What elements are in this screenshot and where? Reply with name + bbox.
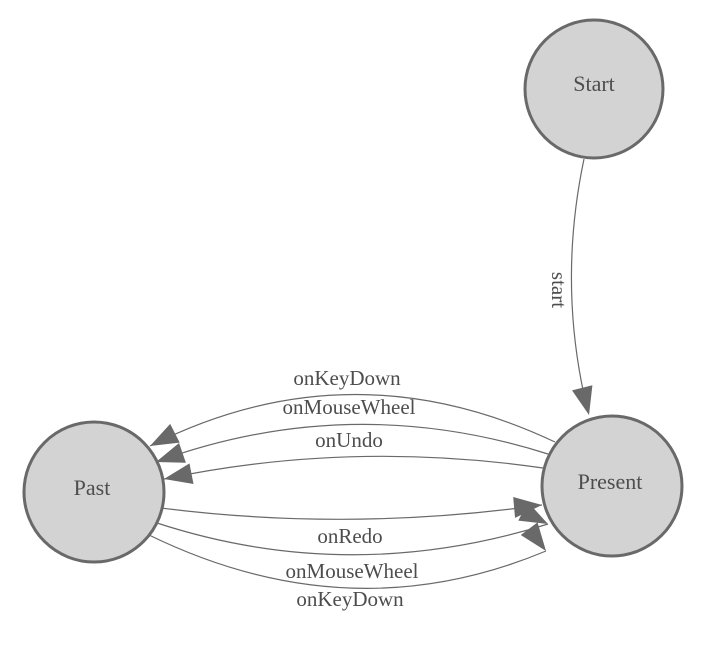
edge-past-to-present-onmousewheel: onMouseWheel (156, 501, 549, 583)
edge-present-to-past-onundo: onUndo (163, 428, 544, 484)
arrowhead (164, 463, 194, 484)
edge-past-to-present-onredo: onRedo (160, 496, 543, 548)
edge-path (155, 423, 549, 463)
edge-path (149, 393, 556, 447)
edge-path (160, 504, 543, 520)
arrowhead (518, 501, 548, 524)
edge-label-onkeydown-bottom: onKeyDown (296, 587, 404, 611)
edge-path (156, 522, 549, 556)
state-label-past: Past (74, 475, 111, 500)
edge-path (148, 534, 547, 589)
edge-present-to-past-onmousewheel: onMouseWheel (155, 395, 549, 463)
edge-path (163, 455, 544, 480)
arrowhead (520, 522, 546, 551)
state-circle[interactable] (523, 18, 665, 160)
arrowhead (572, 385, 593, 415)
state-circle[interactable] (22, 420, 166, 564)
arrowhead (156, 442, 186, 463)
state-node-start[interactable]: Start (523, 18, 665, 160)
edge-start-to-present: start (547, 158, 593, 415)
edge-path (570, 158, 589, 413)
edge-label-onmousewheel-top: onMouseWheel (283, 395, 416, 419)
edge-past-to-present-onkeydown: onKeyDown (148, 522, 547, 611)
edge-label-onundo: onUndo (315, 428, 383, 452)
state-label-present: Present (578, 469, 643, 494)
edge-label-onredo: onRedo (317, 524, 382, 548)
edge-label-start: start (547, 272, 571, 308)
state-circle[interactable] (540, 414, 684, 558)
arrowhead (150, 423, 180, 446)
edge-label-onmousewheel-bottom: onMouseWheel (286, 559, 419, 583)
state-node-past[interactable]: Past (22, 420, 166, 564)
edge-present-to-past-onkeydown: onKeyDown (149, 366, 556, 447)
state-node-present[interactable]: Present (540, 414, 684, 558)
state-label-start: Start (573, 71, 615, 96)
edge-label-onkeydown-top: onKeyDown (293, 366, 401, 390)
